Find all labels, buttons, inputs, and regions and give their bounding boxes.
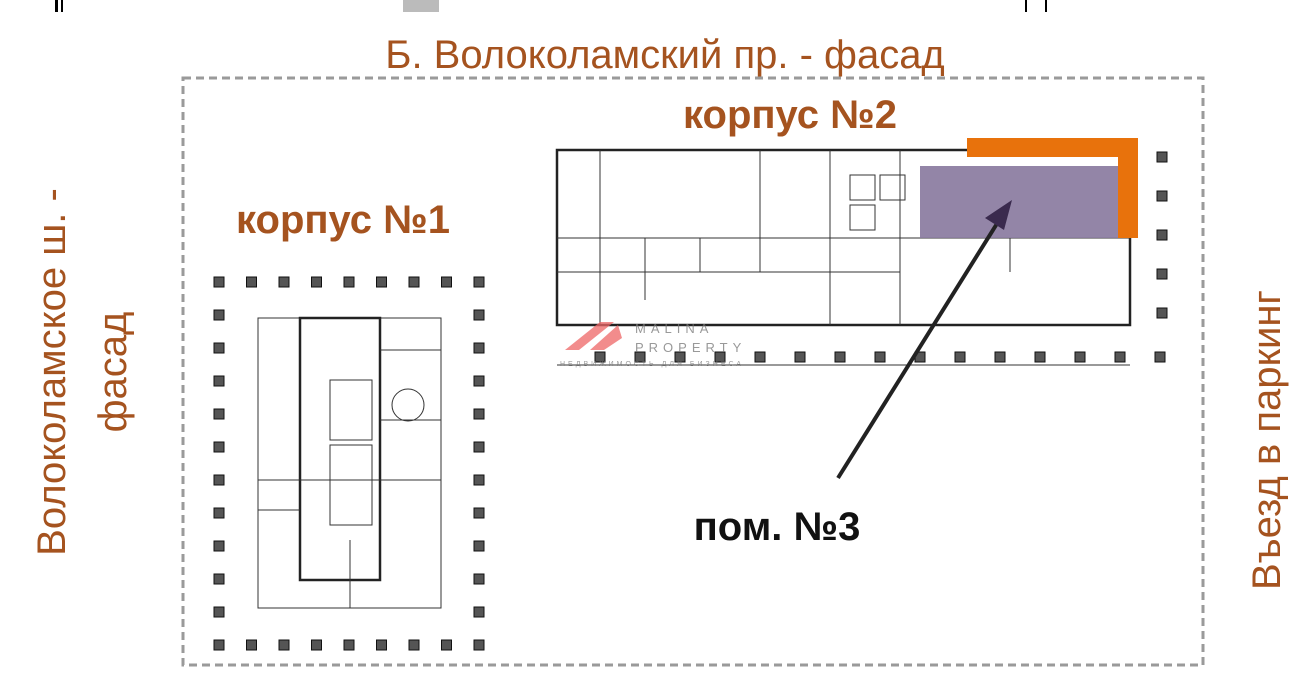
structural-column bbox=[954, 351, 966, 363]
structural-column bbox=[278, 276, 290, 288]
room-3-highlight bbox=[920, 166, 1118, 238]
site-boundary bbox=[181, 76, 1205, 667]
structural-column bbox=[1156, 307, 1168, 319]
room-3-label: пом. №3 bbox=[694, 505, 861, 549]
top-facade-label: Б. Волоколамский пр. - фасад bbox=[385, 33, 945, 77]
cropped-header-marks bbox=[55, 0, 1047, 12]
structural-column bbox=[213, 276, 225, 288]
structural-column bbox=[754, 351, 766, 363]
structural-column bbox=[343, 276, 355, 288]
structural-column bbox=[408, 639, 420, 651]
structural-column bbox=[311, 276, 322, 288]
structural-column bbox=[473, 639, 485, 651]
building2-label: корпус №2 bbox=[683, 93, 897, 137]
structural-column bbox=[376, 639, 387, 651]
watermark-tagline: НЕДВИЖИМОСТЬ ДЛЯ БИЗНЕСА bbox=[560, 361, 744, 368]
structural-column bbox=[634, 351, 646, 363]
left-facade-label-line1: Волоколамское ш. - bbox=[30, 188, 74, 556]
building2-floorplan bbox=[555, 148, 1168, 366]
structural-column bbox=[1156, 190, 1168, 202]
structural-column bbox=[213, 441, 225, 453]
structural-column bbox=[1034, 351, 1046, 363]
structural-column bbox=[473, 408, 485, 420]
structural-column bbox=[441, 639, 452, 651]
malina-property-watermark: MALINA PROPERTY НЕДВИЖИМОСТЬ ДЛЯ БИЗНЕСА bbox=[560, 321, 746, 368]
structural-column bbox=[1156, 268, 1168, 280]
structural-column bbox=[1114, 351, 1126, 363]
structural-column bbox=[473, 309, 485, 321]
structural-column bbox=[473, 540, 485, 552]
facade-highlight-side bbox=[1118, 155, 1138, 238]
structural-column bbox=[794, 351, 806, 363]
structural-column bbox=[1156, 151, 1168, 163]
structural-column bbox=[473, 573, 485, 585]
structural-column bbox=[714, 351, 726, 363]
structural-column bbox=[834, 351, 846, 363]
structural-column bbox=[213, 507, 225, 519]
structural-column bbox=[213, 408, 225, 420]
structural-column bbox=[1156, 229, 1168, 241]
structural-column bbox=[278, 639, 290, 651]
room-pointer-arrow bbox=[836, 200, 1012, 480]
structural-column bbox=[213, 474, 225, 486]
structural-column bbox=[473, 474, 485, 486]
structural-column bbox=[1074, 351, 1086, 363]
structural-column bbox=[343, 639, 355, 651]
parking-entrance-label: Въезд в паркинг bbox=[1245, 290, 1289, 590]
building1-floorplan bbox=[213, 276, 485, 651]
structural-column bbox=[473, 276, 485, 288]
structural-column bbox=[246, 639, 257, 651]
structural-column bbox=[311, 639, 322, 651]
structural-column bbox=[213, 606, 225, 618]
watermark-line2: PROPERTY bbox=[635, 340, 746, 355]
structural-column bbox=[994, 351, 1006, 363]
structural-column bbox=[473, 375, 485, 387]
structural-column bbox=[1154, 351, 1166, 363]
structural-column bbox=[213, 309, 225, 321]
building1-label: корпус №1 bbox=[236, 198, 450, 242]
structural-column bbox=[473, 606, 485, 618]
left-facade-label-line2: фасад bbox=[91, 312, 135, 433]
structural-column bbox=[213, 342, 225, 354]
structural-column bbox=[213, 540, 225, 552]
structural-column bbox=[874, 351, 886, 363]
structural-column bbox=[473, 342, 485, 354]
structural-column bbox=[594, 351, 606, 363]
structural-column bbox=[213, 573, 225, 585]
structural-column bbox=[246, 276, 257, 288]
structural-column bbox=[473, 441, 485, 453]
structural-column bbox=[376, 276, 387, 288]
facade-highlight-top bbox=[967, 138, 1138, 157]
structural-column bbox=[441, 276, 452, 288]
watermark-line1: MALINA bbox=[635, 321, 713, 336]
structural-column bbox=[674, 351, 686, 363]
structural-column bbox=[213, 639, 225, 651]
structural-column bbox=[213, 375, 225, 387]
structural-column bbox=[408, 276, 420, 288]
structural-column bbox=[473, 507, 485, 519]
